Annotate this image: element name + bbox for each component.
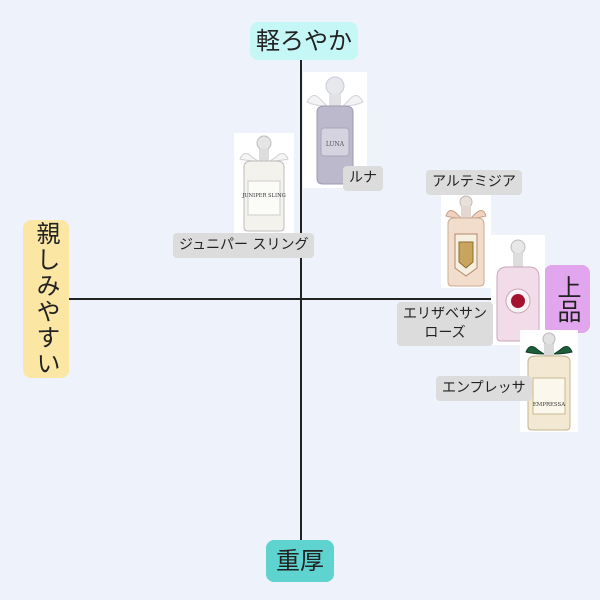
horizontal-axis [46, 298, 554, 300]
axis-label-top: 軽ろやか [250, 22, 358, 60]
juniper-sling-bottle-image: JUNIPER SLING [234, 133, 294, 233]
vertical-axis [300, 42, 302, 562]
axis-label-left: 親しみやすい [23, 220, 69, 378]
empressa-bottle-image: EMPRESSA [520, 330, 578, 432]
axis-label-bottom: 重厚 [266, 540, 334, 582]
svg-text:JUNIPER SLING: JUNIPER SLING [241, 193, 286, 199]
item-label-juniper-sling: ジュニパー スリング [173, 233, 315, 258]
svg-text:LUNA: LUNA [326, 141, 345, 148]
item-label-artemisia: アルテミジア [426, 170, 522, 195]
svg-text:EMPRESSA: EMPRESSA [533, 402, 565, 408]
artemisia-bottle-image [441, 192, 491, 288]
elizabethan-rose-bottle-image [491, 235, 545, 345]
item-label-elizabethan-rose: エリザベサン ローズ [397, 302, 493, 346]
item-label-luna: ルナ [343, 166, 383, 191]
luna-bottle-image: LUNA [303, 72, 367, 188]
item-label-empressa: エンプレッサ [436, 376, 532, 401]
axis-label-right: 上品 [544, 265, 590, 333]
